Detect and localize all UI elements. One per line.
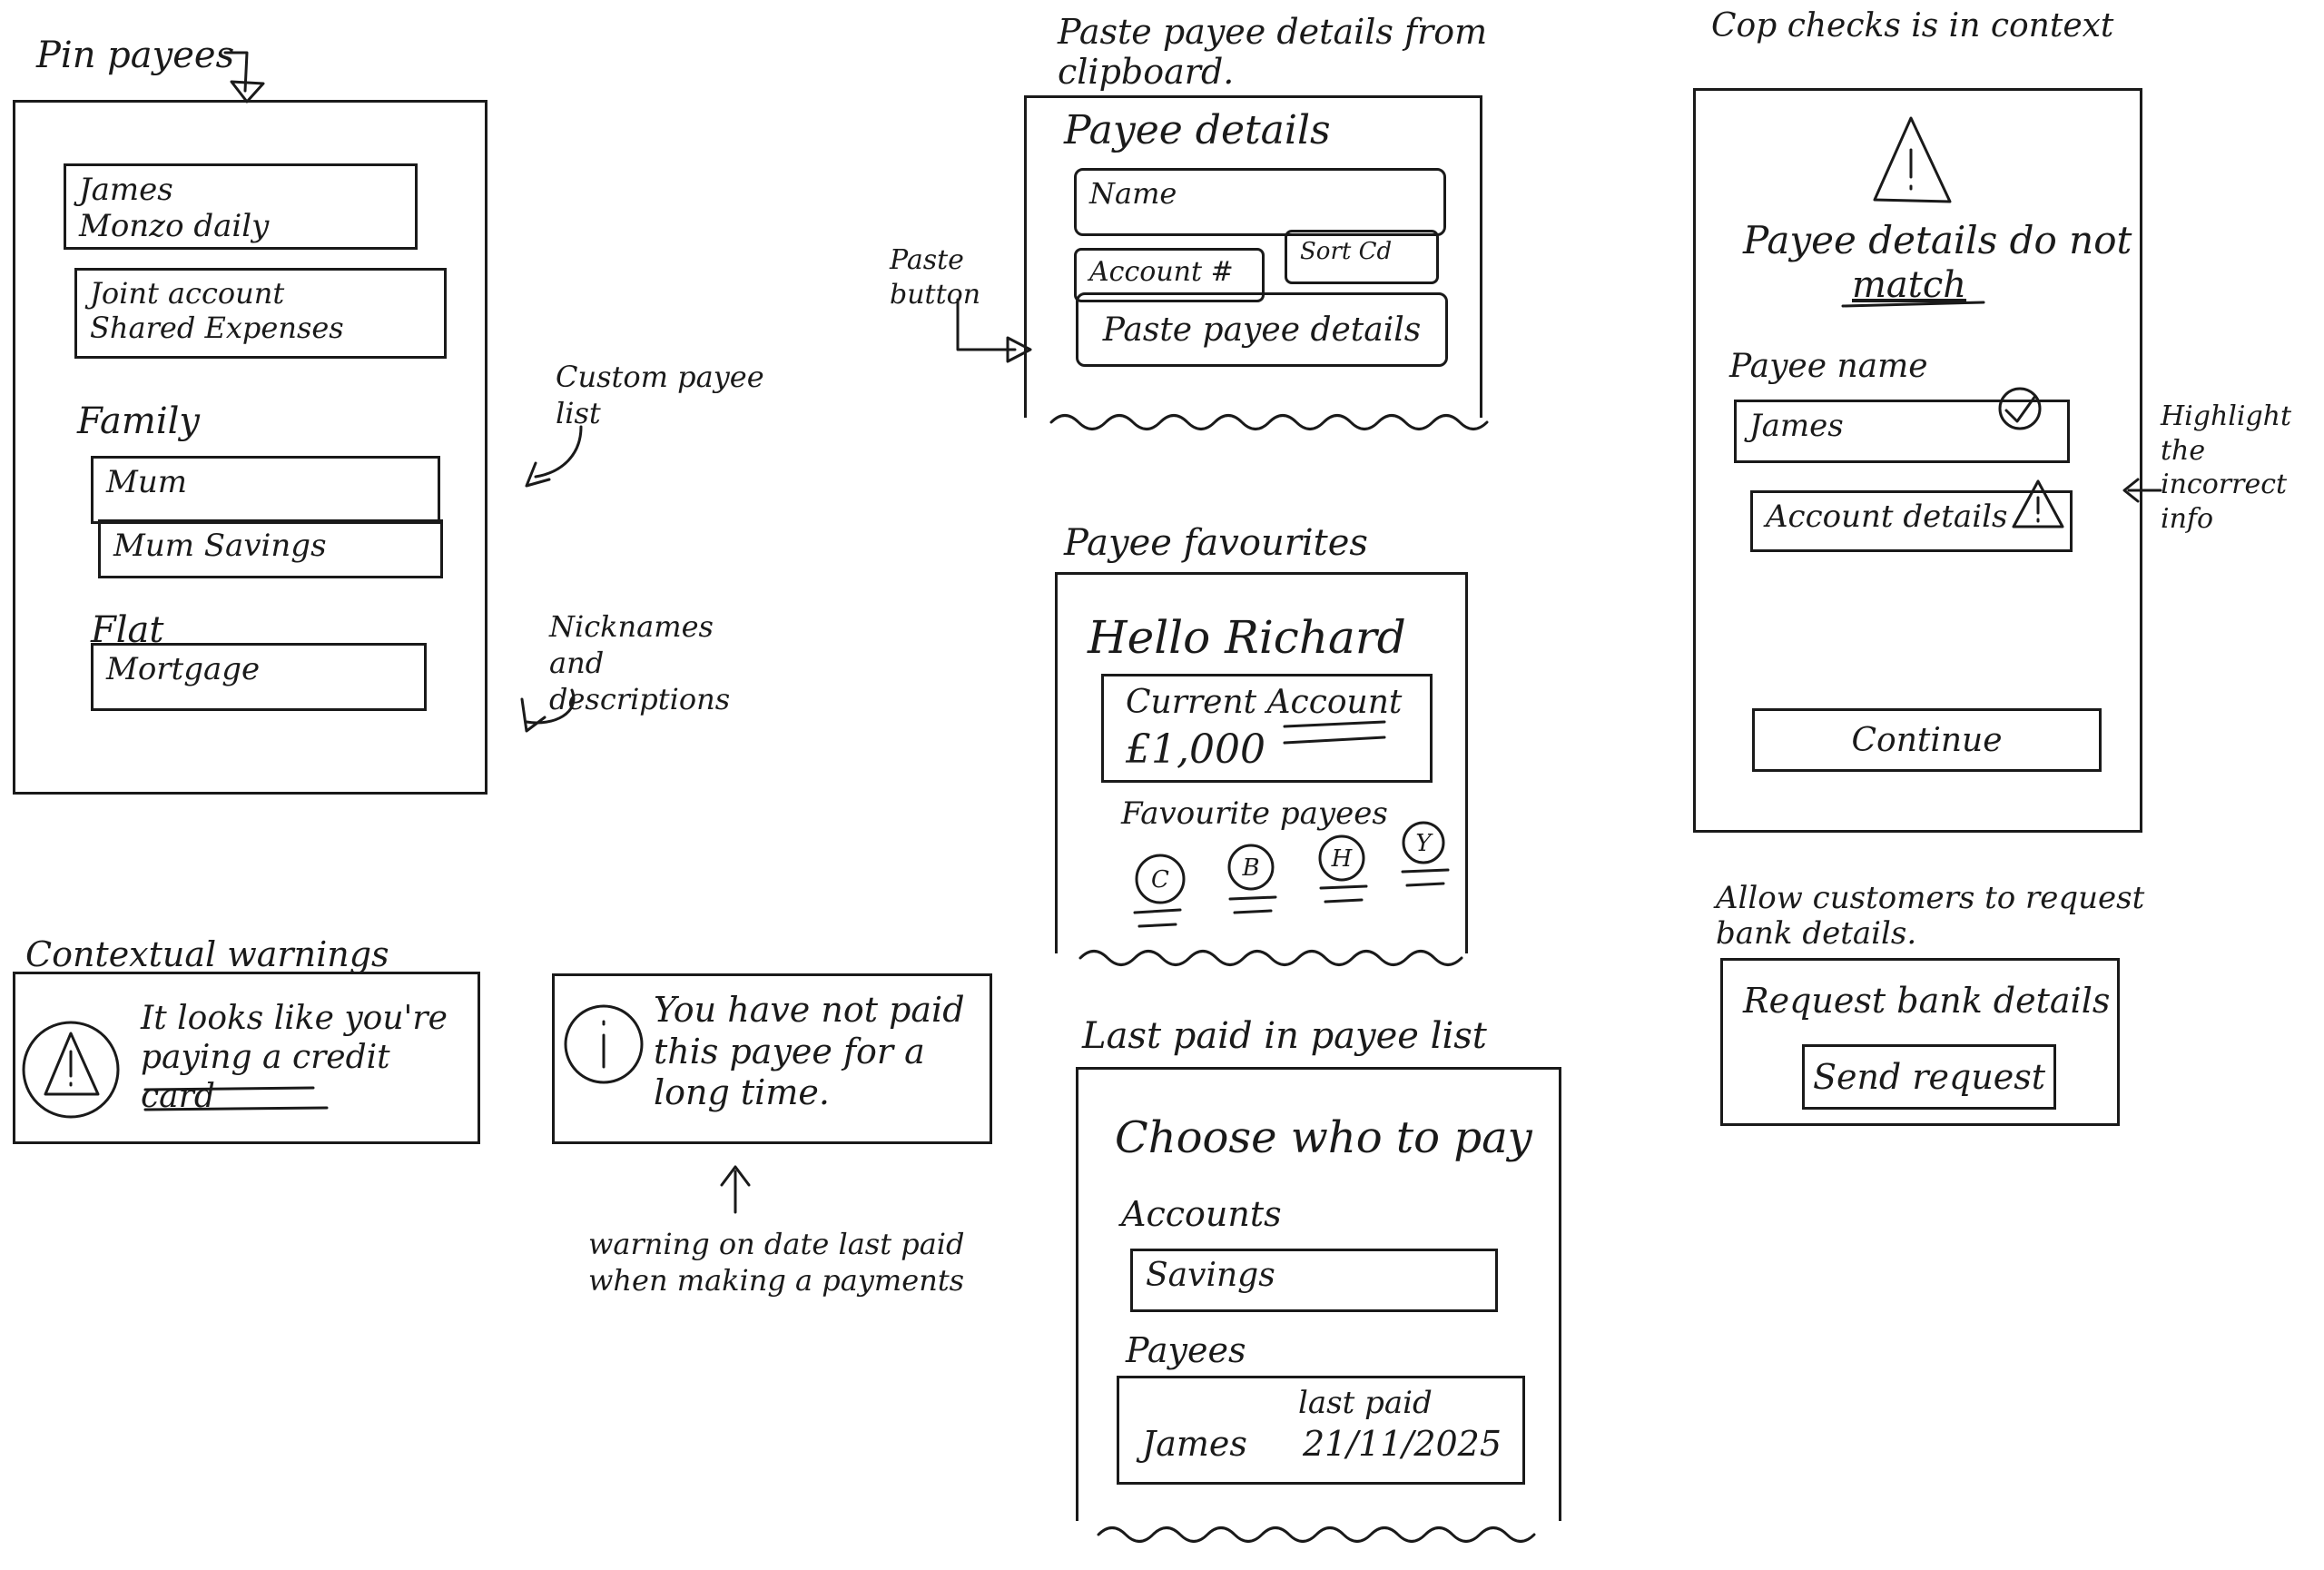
paste-phone-frame xyxy=(1024,95,1482,418)
pinned-payee-name: James xyxy=(79,172,173,208)
pin-payees-phone-frame xyxy=(13,100,487,795)
continue-button[interactable]: Continue xyxy=(1752,708,2102,772)
note-highlight-incorrect: Highlight the incorrect info xyxy=(2161,400,2292,535)
payee-item-james[interactable] xyxy=(1117,1376,1525,1485)
down-arrow-icon xyxy=(223,51,265,104)
request-card-title: Request bank details xyxy=(1743,981,2111,1021)
torn-edge xyxy=(1078,950,1463,966)
long-time-warning xyxy=(552,973,992,1144)
account-name: Current Account xyxy=(1126,684,1403,721)
pinned-payee-joint[interactable]: Joint account Shared Expenses xyxy=(74,268,447,359)
account-balance: £1,000 xyxy=(1126,726,1265,773)
torn-edge xyxy=(1049,414,1489,430)
note-date-last-paid: warning on date last paid when making a … xyxy=(588,1227,965,1298)
avatar-initial[interactable]: H xyxy=(1331,845,1354,873)
pin-payees-title: Pin payees xyxy=(36,35,235,76)
note-custom-payee-list: Custom payee list xyxy=(556,360,764,430)
payee-name: James xyxy=(1142,1424,1247,1464)
payees-label: Payees xyxy=(1126,1330,1246,1370)
payee-name-input[interactable]: Name xyxy=(1074,168,1446,236)
curved-arrow-icon xyxy=(525,425,583,488)
up-arrow-icon xyxy=(720,1165,751,1214)
account-number-input[interactable]: Account # xyxy=(1074,248,1265,302)
favourites-phone-frame xyxy=(1055,572,1468,953)
request-section-title: Allow customers to request bank details. xyxy=(1716,880,2145,953)
sort-code-input[interactable]: Sort Cd xyxy=(1285,230,1439,284)
left-arrow-icon xyxy=(2122,478,2162,503)
last-paid-phone-frame xyxy=(1076,1067,1561,1521)
request-card xyxy=(1720,958,2120,1126)
pinned-payee-desc: Shared Expenses xyxy=(90,311,344,345)
payee-item-mum[interactable]: Mum xyxy=(91,456,440,524)
last-paid-date: 21/11/2025 xyxy=(1303,1424,1502,1464)
favourites-section-title: Payee favourites xyxy=(1064,522,1368,564)
group-label-family: Family xyxy=(77,400,200,442)
payee-item-mortgage[interactable]: Mortgage xyxy=(91,643,427,711)
cop-message-line1: Payee details do not xyxy=(1743,218,2132,262)
paste-section-title: Paste payee details from clipboard. xyxy=(1058,12,1488,92)
curved-arrow-icon xyxy=(520,688,576,733)
send-request-button[interactable]: Send request xyxy=(1802,1044,2056,1110)
last-paid-label: last paid xyxy=(1298,1385,1433,1421)
warning-triangle-icon xyxy=(2012,479,2064,528)
paste-payee-details-button[interactable]: Paste payee details xyxy=(1076,292,1448,367)
warnings-section-title: Contextual warnings xyxy=(25,934,389,974)
payee-name-field[interactable]: James xyxy=(1734,400,2070,463)
avatar-circle-icon xyxy=(1318,834,1368,903)
long-time-warning-text: You have not paid this payee for a long … xyxy=(654,990,965,1113)
pinned-payee-desc: Monzo daily xyxy=(79,208,270,244)
cop-phone-frame xyxy=(1693,88,2142,833)
account-details-field[interactable]: Account details xyxy=(1750,490,2073,552)
note-nicknames: Nicknames and descriptions xyxy=(549,609,731,716)
avatar-circle-icon xyxy=(1227,844,1277,914)
right-arrow-icon xyxy=(956,298,1032,363)
payee-item-mum-savings[interactable]: Mum Savings xyxy=(98,519,443,578)
avatar-initial[interactable]: Y xyxy=(1415,830,1433,857)
greeting-text: Hello Richard xyxy=(1088,611,1406,664)
payee-details-card-title: Payee details xyxy=(1064,107,1331,153)
pinned-payee-james[interactable]: James Monzo daily xyxy=(64,163,418,250)
check-circle-icon xyxy=(1998,387,2042,430)
torn-edge xyxy=(1097,1526,1536,1543)
account-item-savings[interactable]: Savings xyxy=(1130,1249,1498,1312)
current-account-card[interactable] xyxy=(1101,674,1433,783)
avatar-initial[interactable]: C xyxy=(1151,866,1169,894)
favourite-payees-label: Favourite payees xyxy=(1121,795,1388,832)
choose-who-to-pay-heading: Choose who to pay xyxy=(1115,1112,1532,1163)
warning-triangle-icon xyxy=(22,1021,120,1119)
cop-section-title: Cop checks is in context xyxy=(1711,7,2114,44)
credit-card-warning xyxy=(13,972,480,1144)
warning-triangle-icon xyxy=(1873,116,1952,203)
last-paid-section-title: Last paid in payee list xyxy=(1082,1015,1487,1057)
accounts-label: Accounts xyxy=(1121,1194,1282,1234)
cop-message-line2: match xyxy=(1852,264,1967,306)
payee-name-label: Payee name xyxy=(1729,348,1928,385)
note-paste-button: Paste button xyxy=(890,244,981,311)
avatar-circle-icon xyxy=(1133,854,1186,928)
avatar-initial[interactable]: B xyxy=(1241,854,1259,882)
info-circle-icon xyxy=(564,1004,644,1084)
pinned-payee-name: Joint account xyxy=(90,276,285,311)
avatar-circle-icon xyxy=(1401,821,1450,887)
